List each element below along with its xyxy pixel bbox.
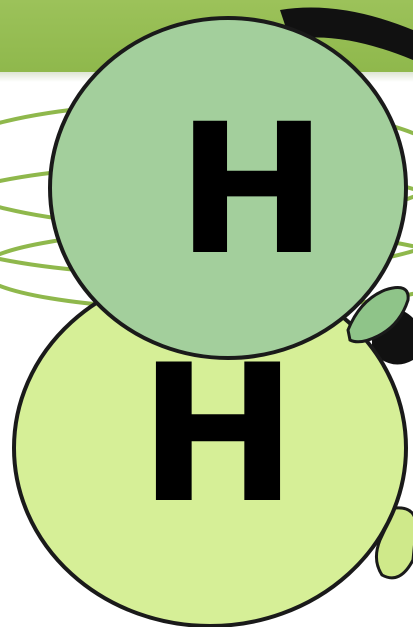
atom-top: H (50, 18, 408, 358)
atom-top-label: H (177, 86, 328, 295)
